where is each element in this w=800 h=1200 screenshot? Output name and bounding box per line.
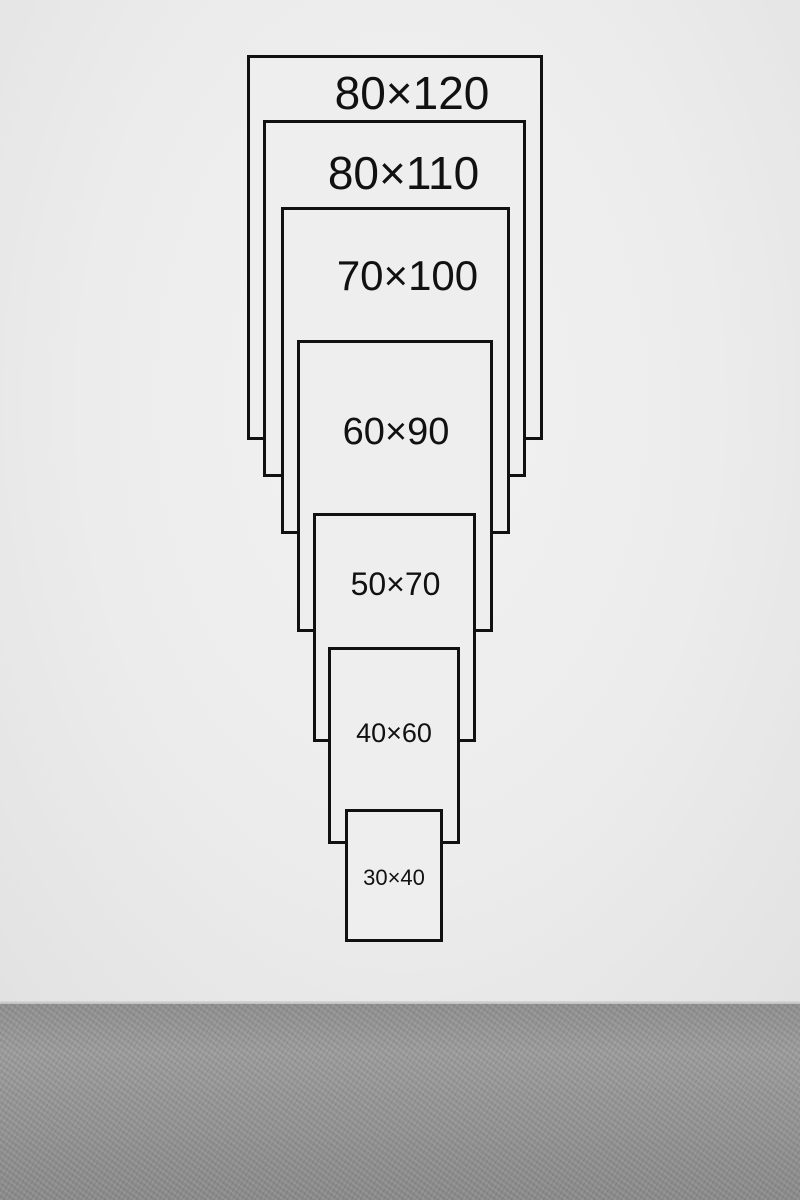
frame-label-50x70: 50×70 bbox=[350, 566, 441, 602]
frame-30x40: 30×40 bbox=[345, 809, 443, 942]
frame-label-40x60: 40×60 bbox=[356, 718, 432, 748]
frame-label-80x110: 80×110 bbox=[327, 147, 480, 199]
concrete-floor bbox=[0, 1004, 800, 1200]
frame-label-30x40: 30×40 bbox=[363, 865, 425, 890]
frame-label-60x90: 60×90 bbox=[342, 411, 450, 453]
frame-label-80x120: 80×120 bbox=[334, 67, 490, 119]
wall-floor-edge bbox=[0, 1001, 800, 1005]
frame-label-70x100: 70×100 bbox=[336, 252, 479, 299]
